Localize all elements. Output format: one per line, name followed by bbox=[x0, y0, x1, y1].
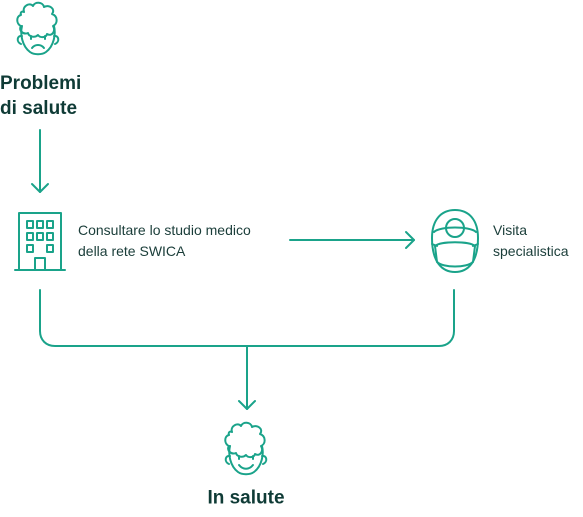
node-problem-label: Problemi di salute bbox=[0, 71, 110, 121]
node-visit-label: Visita specialistica bbox=[493, 220, 583, 262]
node-healthy-label: In salute bbox=[207, 487, 285, 509]
node-visit-line2: specialistica bbox=[493, 243, 569, 259]
node-consult-label: Consultare lo studio medico della rete S… bbox=[78, 220, 293, 262]
building-icon bbox=[14, 212, 66, 271]
node-visit-line1: Visita bbox=[493, 222, 527, 238]
arrow-to-healthy bbox=[238, 345, 256, 410]
arrow-problem-to-consult bbox=[31, 129, 49, 193]
node-consult-line1: Consultare lo studio medico bbox=[78, 222, 251, 238]
node-consult-line2: della rete SWICA bbox=[78, 243, 186, 259]
arrow-consult-to-visit bbox=[289, 231, 415, 249]
happy-face-icon bbox=[224, 421, 268, 476]
sad-face-icon bbox=[16, 1, 60, 56]
node-problem-line2: di salute bbox=[0, 98, 78, 119]
node-problem-line1: Problemi bbox=[0, 73, 82, 94]
doctor-mask-icon bbox=[431, 209, 479, 273]
merge-connector bbox=[39, 289, 455, 347]
